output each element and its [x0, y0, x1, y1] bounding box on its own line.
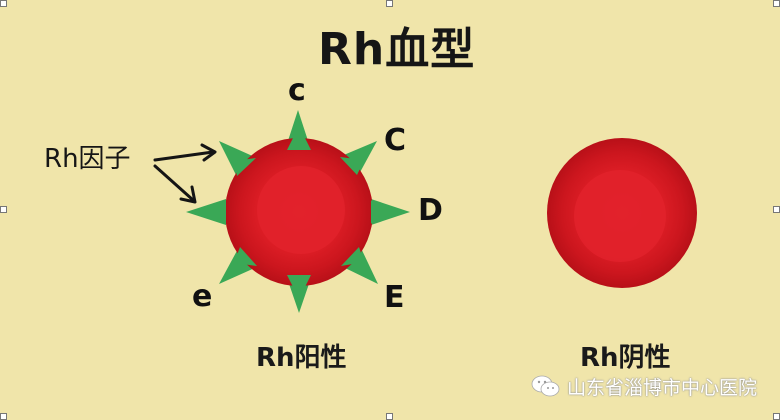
- antigen-spikes: [186, 110, 410, 313]
- factor-arrows: [153, 143, 217, 204]
- diagram-title: Rh血型: [318, 24, 476, 75]
- rh-positive-cell: [186, 110, 410, 313]
- resize-handle-top-left[interactable]: [0, 0, 7, 7]
- antigen-label-C-upper: C: [384, 123, 407, 158]
- antigen-label-E: E: [384, 280, 405, 315]
- watermark: 山东省淄博市中心医院: [531, 374, 757, 402]
- resize-handle-left[interactable]: [0, 206, 7, 213]
- rh-factor-label: Rh因子: [44, 144, 131, 174]
- watermark-text: 山东省淄博市中心医院: [567, 376, 758, 399]
- rh-negative-cell: [547, 138, 697, 288]
- resize-handle-top-right[interactable]: [773, 0, 780, 7]
- antigen-label-c-lower: c: [288, 73, 306, 108]
- resize-handle-right[interactable]: [773, 206, 780, 213]
- resize-handle-bottom-left[interactable]: [0, 413, 7, 420]
- resize-handle-top[interactable]: [386, 0, 393, 7]
- antigen-spike-tips: [214, 138, 383, 287]
- caption-rh-negative: Rh阴性: [580, 343, 671, 373]
- antigen-label-e: e: [192, 279, 213, 314]
- resize-handle-bottom-right[interactable]: [773, 413, 780, 420]
- resize-handle-bottom[interactable]: [386, 413, 393, 420]
- caption-rh-positive: Rh阳性: [256, 343, 347, 373]
- wechat-icon: [531, 374, 561, 402]
- antigen-label-D: D: [418, 193, 443, 228]
